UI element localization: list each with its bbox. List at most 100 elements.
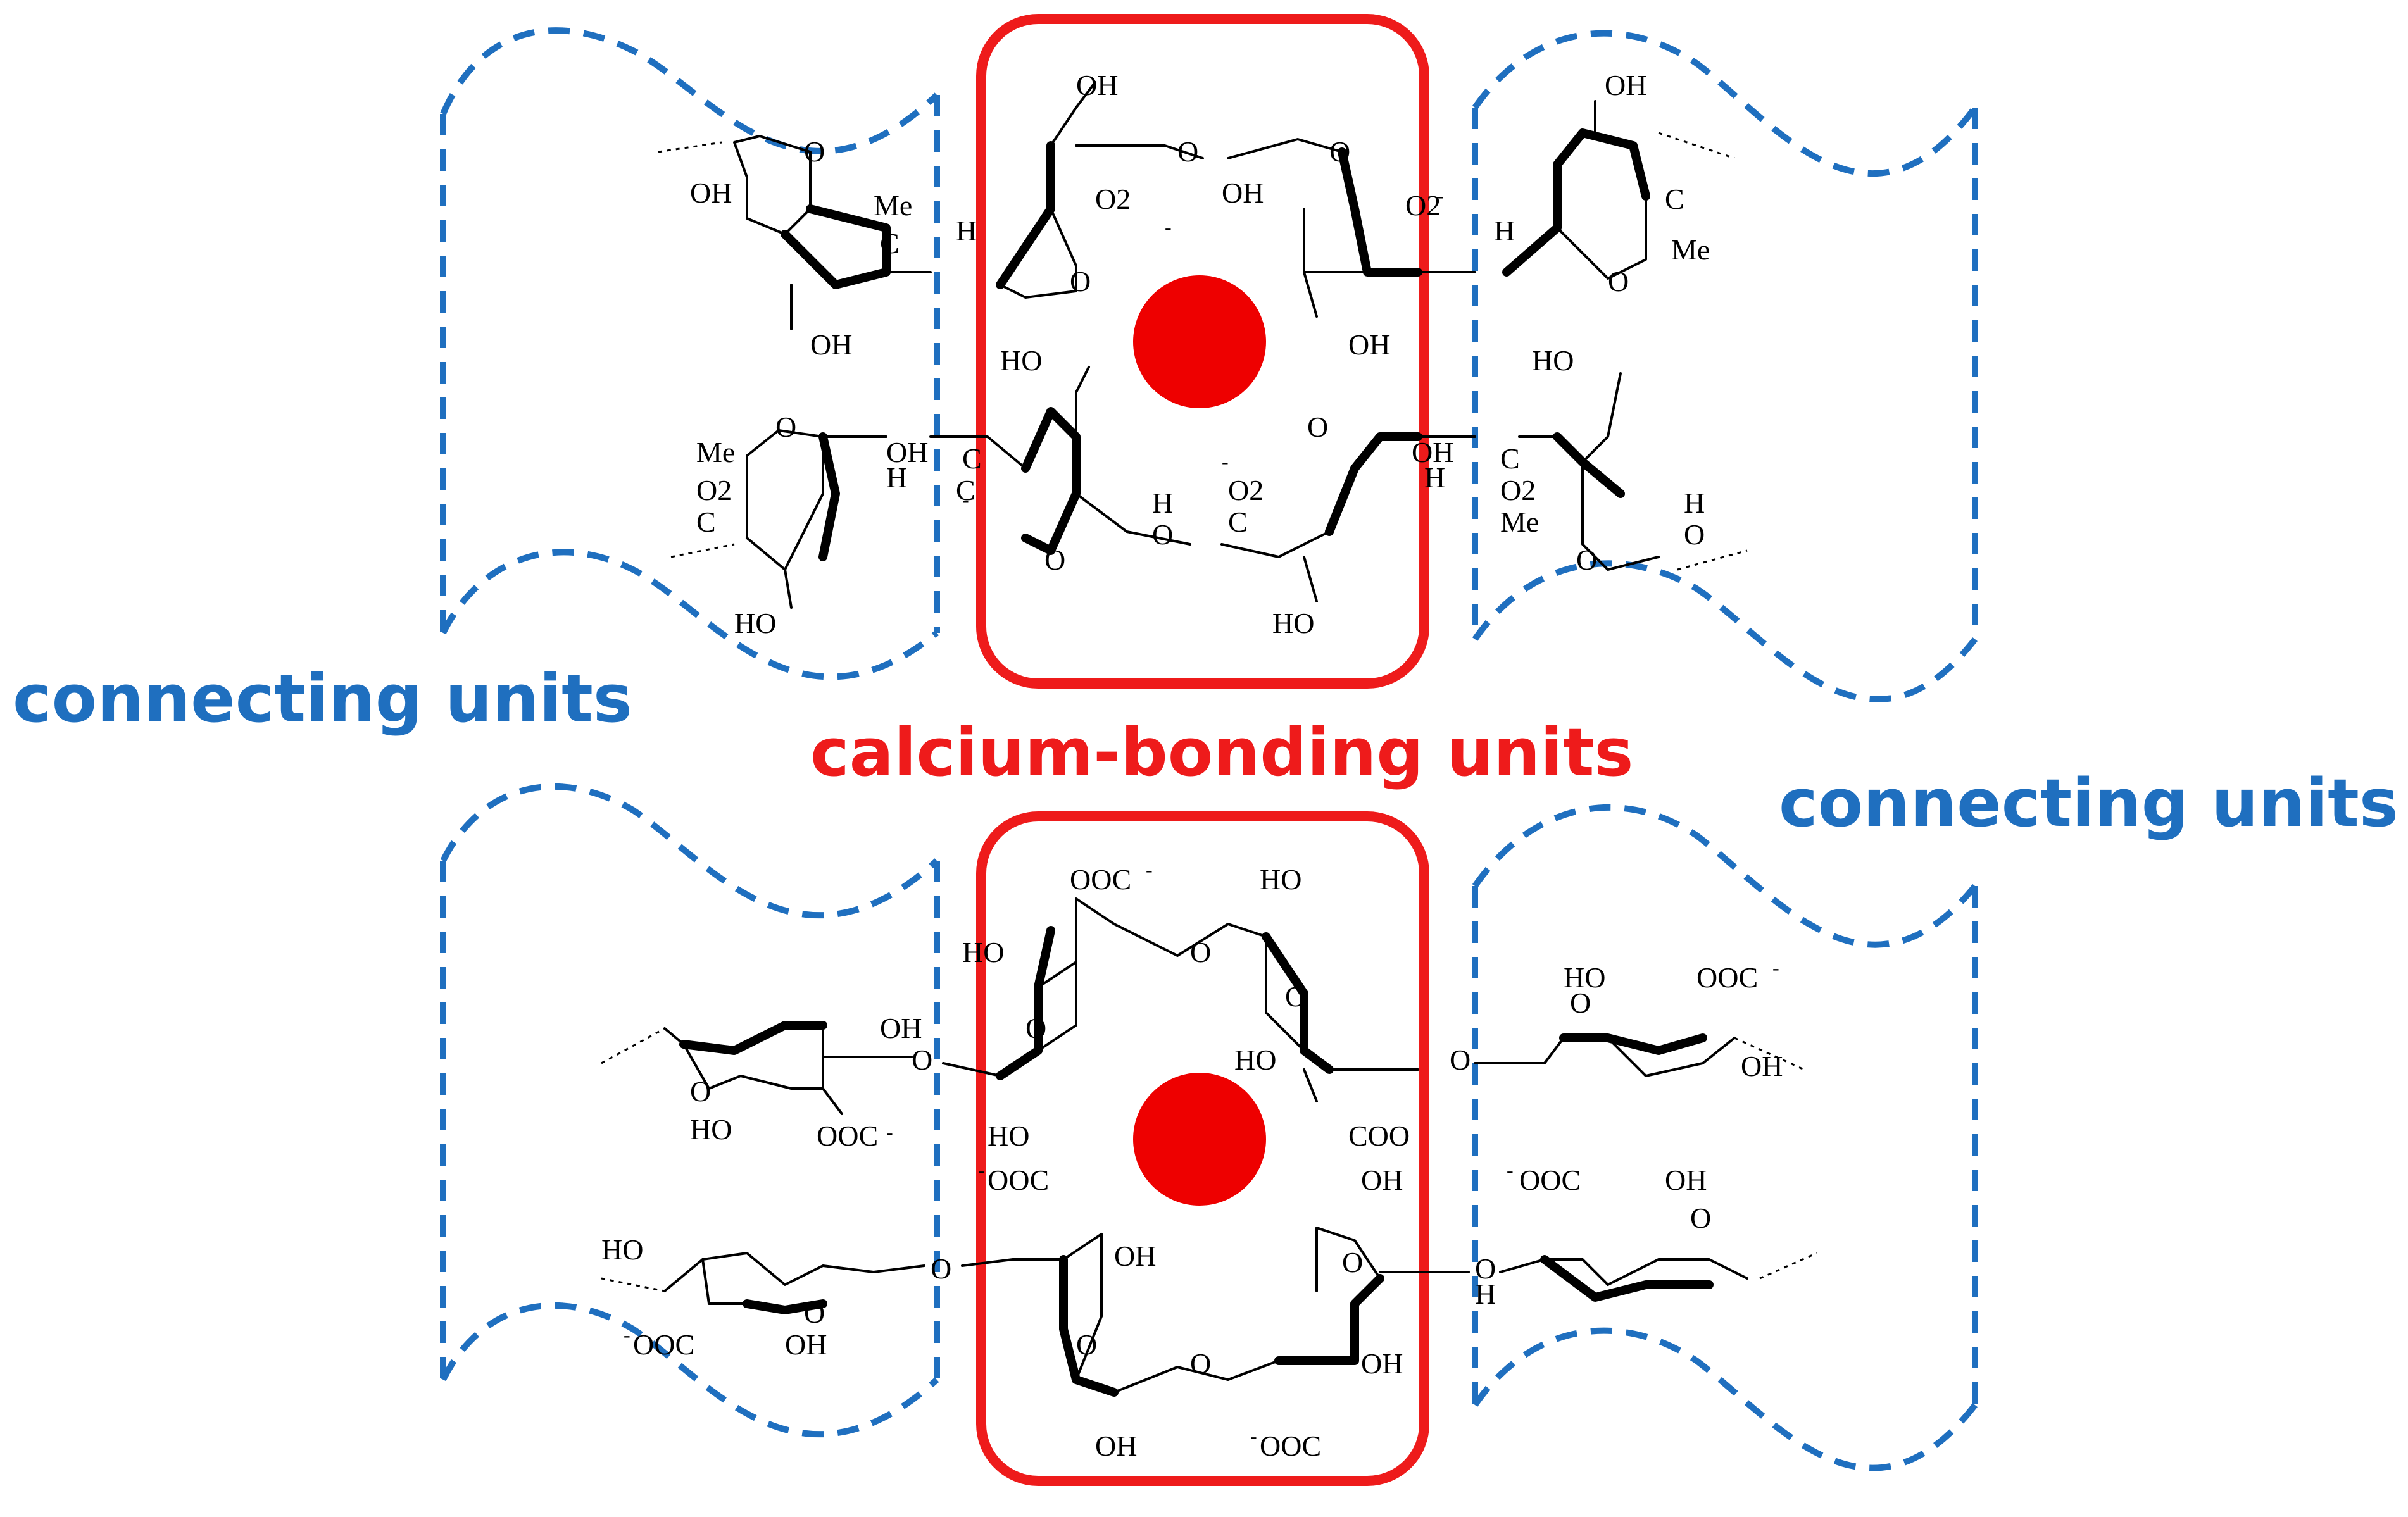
bottom-o-5: O [912, 1044, 932, 1076]
calcium-ion-bottom [1133, 1073, 1266, 1206]
top-oh-2: OH [1605, 69, 1646, 101]
bottom-o-12: O [804, 1297, 825, 1329]
bottom-o-9: O [1475, 1252, 1496, 1285]
band-top-left [440, 27, 939, 154]
top-h-5: H [1152, 487, 1173, 519]
top-o-7: O [1307, 411, 1328, 443]
top-c-3: C [962, 442, 982, 475]
bottom-coo-3: COO [1348, 1120, 1410, 1152]
band-bottom-left [440, 783, 939, 918]
top-h-3: H [886, 461, 907, 494]
band-top-right [1472, 30, 1978, 177]
bottom-minus-2: - [1772, 956, 1779, 979]
bottom-o-1: O [1190, 936, 1211, 968]
bottom-o-6: O [1450, 1044, 1471, 1076]
top-c-1: C [1665, 183, 1684, 215]
top-h-2: H [1494, 215, 1515, 247]
top-o-4: O [1070, 265, 1091, 297]
top-panel-structures [658, 81, 1748, 609]
bottom-o-10: O [1690, 1202, 1711, 1234]
calcium-ion-top [1133, 275, 1266, 408]
top-c-2: C [880, 227, 900, 259]
top-me-1: Me [874, 189, 912, 222]
top-c-5: C [956, 474, 975, 506]
top-o2-2: O2 [1405, 189, 1441, 222]
top-h-4: H [1424, 461, 1445, 494]
bottom-oh-4: OH [1665, 1164, 1707, 1196]
band-bottom-left-bottom [440, 1302, 939, 1437]
top-ho-4: HO [1272, 607, 1314, 639]
bottom-oh-7: OH [1361, 1347, 1403, 1380]
top-o-1: O [804, 135, 825, 168]
top-me-2: Me [1671, 234, 1710, 266]
bottom-minus-7: - [1250, 1425, 1257, 1447]
calcium-box-bottom [976, 811, 1429, 1486]
bottom-minus-4: - [978, 1159, 985, 1182]
label-calcium-bonding: calcium-bonding units [810, 714, 1633, 791]
bottom-oh-2: OH [1741, 1050, 1783, 1082]
bottom-o-2: O [1285, 980, 1306, 1013]
top-o-10: O [1044, 544, 1065, 576]
label-connecting-left: connecting units [13, 660, 632, 737]
top-c-4: C [1500, 442, 1520, 475]
top-ho-2: HO [1532, 344, 1574, 377]
bottom-panel-labels: OOC - HO HO O HO OOC - O O OH O O HO O O… [601, 858, 1783, 1462]
top-c-7: C [1228, 506, 1248, 538]
band-top-left-bottom [440, 549, 939, 680]
top-oh-3: OH [690, 177, 732, 209]
bottom-oh-1: OH [880, 1012, 922, 1044]
top-me-4: Me [1500, 506, 1539, 538]
bottom-h-1: H [1475, 1278, 1496, 1310]
bottom-ho-6: HO [988, 1120, 1029, 1152]
bottom-o-13: O [1076, 1328, 1097, 1361]
bottom-o-7: O [690, 1075, 711, 1108]
top-o2-1: O2 [1095, 183, 1131, 215]
top-minus-4: - [1222, 450, 1229, 473]
bottom-coo-1: OOC [1070, 863, 1131, 896]
top-me-3: Me [696, 436, 735, 468]
top-o-9: O [1684, 518, 1705, 551]
top-oh-1: OH [1076, 69, 1118, 101]
top-o2-5: O2 [1500, 474, 1536, 506]
top-oh-6: OH [1348, 328, 1390, 361]
bottom-ho-1: HO [1260, 863, 1301, 896]
bottom-ooc-2: OOC [988, 1164, 1049, 1196]
top-oh-4: OH [1222, 177, 1264, 209]
bottom-panel-structures [601, 897, 1817, 1397]
top-panel-labels: OH O O O OH OH OH O2 Me C O2 H C H Me O … [690, 69, 1710, 639]
bottom-oh-8: OH [1095, 1430, 1137, 1462]
bottom-o-11: O [1342, 1246, 1363, 1278]
top-oh-8: OH [1412, 436, 1453, 468]
top-o-5: O [1608, 265, 1629, 297]
bottom-ho-3: HO [1564, 961, 1605, 994]
bottom-minus-6: - [624, 1323, 630, 1346]
bottom-coo-2: OOC [1696, 961, 1758, 994]
top-ho-1: HO [1000, 344, 1042, 377]
top-minus-1: - [1165, 216, 1172, 239]
bottom-o-8: O [931, 1252, 951, 1285]
bottom-minus-3: - [886, 1121, 893, 1144]
bottom-minus-5: - [1507, 1159, 1514, 1182]
top-oh-5: OH [810, 328, 852, 361]
connecting-unit-bands [440, 27, 1978, 1471]
top-h-6: H [1684, 487, 1705, 519]
top-c-6: C [696, 506, 716, 538]
bottom-ooc-1: OOC [817, 1120, 878, 1152]
top-minus-2: - [1437, 184, 1444, 207]
bottom-oh-5: OH [1114, 1240, 1156, 1272]
top-o-11: O [1576, 544, 1597, 576]
bottom-ooc-5: OOC [1260, 1430, 1321, 1462]
top-ho-3: HO [734, 607, 776, 639]
bottom-minus-1: - [1146, 858, 1153, 881]
band-bottom-right-bottom [1472, 1327, 1978, 1471]
top-o2-4: O2 [1228, 474, 1264, 506]
bottom-o-14: O [1190, 1347, 1211, 1380]
band-bottom-right [1472, 804, 1978, 948]
band-top-right-bottom [1472, 560, 1978, 702]
top-oh-7: OH [886, 436, 928, 468]
bottom-ho-7: HO [601, 1233, 643, 1266]
top-o-8: O [1152, 518, 1173, 551]
bottom-o-4: O [1025, 1012, 1046, 1044]
bottom-ho-2: HO [962, 936, 1004, 968]
